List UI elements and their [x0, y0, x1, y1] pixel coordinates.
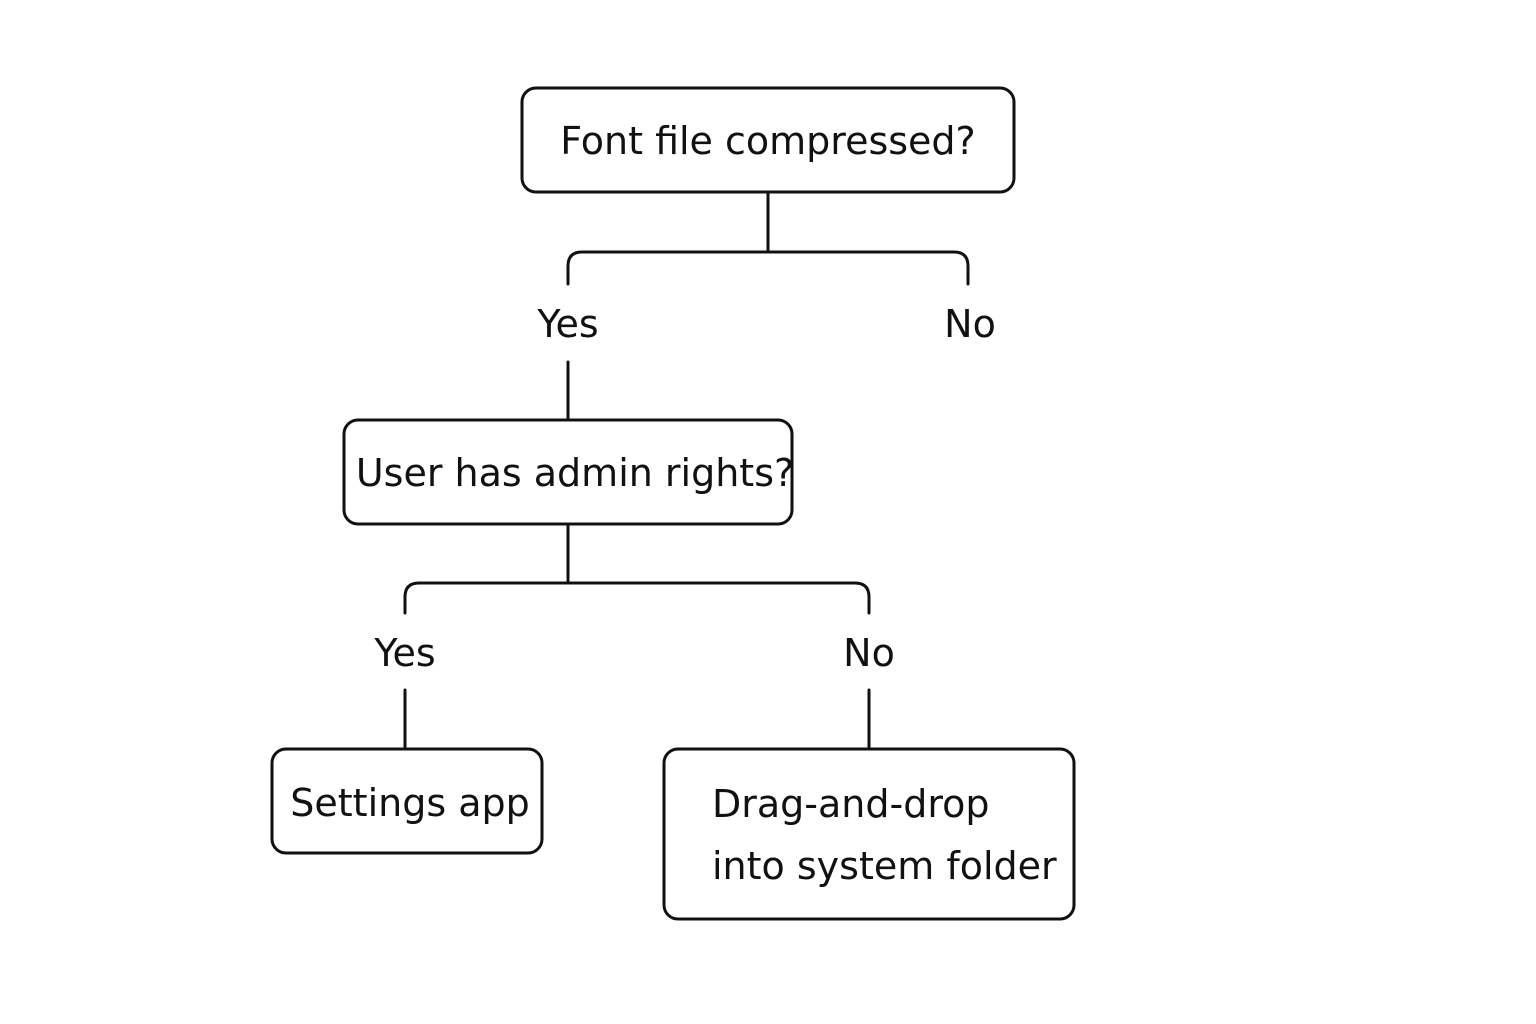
node-font-file-compressed: Font file compressed?	[520, 86, 1016, 194]
node-box-settings	[270, 747, 544, 855]
node-label-dragdrop-line1: Drag-and-drop	[712, 782, 990, 826]
branch-label-admin-no: No	[843, 631, 895, 675]
node-label-settings: Settings app	[290, 781, 529, 825]
node-box-dragdrop	[662, 747, 1076, 921]
node-user-has-admin-rights: User has admin rights?	[342, 418, 794, 526]
node-label-dragdrop-line2: into system folder	[712, 844, 1057, 888]
connector-root-branch	[566, 250, 970, 286]
node-settings-app: Settings app	[270, 747, 544, 855]
branch-label-root-yes: Yes	[536, 302, 598, 346]
node-label-root: Font file compressed?	[560, 119, 975, 163]
branch-label-admin-yes: Yes	[373, 631, 435, 675]
branch-label-root-no: No	[944, 302, 996, 346]
connector-admin-branch	[403, 581, 871, 615]
node-label-admin: User has admin rights?	[356, 451, 794, 495]
node-drag-and-drop: Drag-and-drop into system folder	[662, 747, 1076, 921]
